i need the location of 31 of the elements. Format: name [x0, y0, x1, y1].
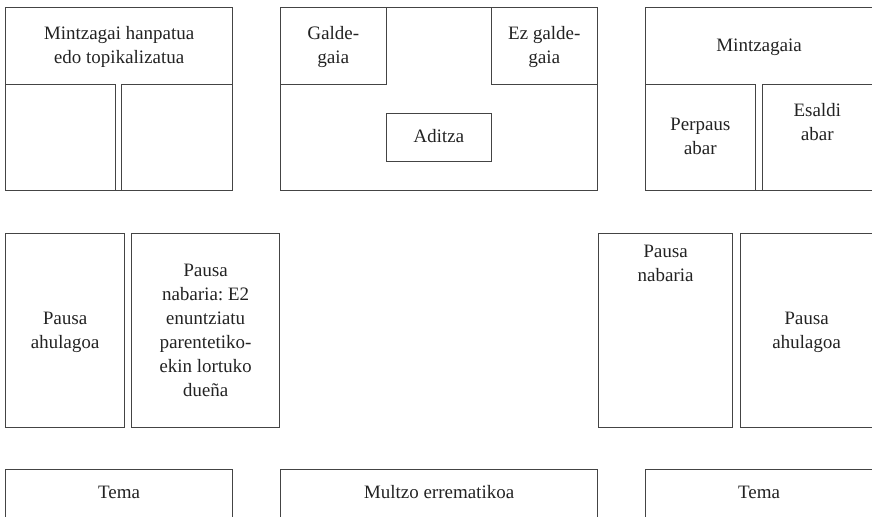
text-box: [280, 469, 598, 517]
box-label: Pausa nabaria: [636, 240, 694, 288]
text-box: [762, 84, 872, 191]
box-label: Perpaus abar: [669, 113, 732, 162]
box-label: Mintzagai hanpatua edo topikalizatua: [42, 22, 196, 70]
text-box: [280, 6, 387, 85]
box-label: Tema: [98, 481, 140, 505]
box-label: Ez galde-gaia: [507, 22, 582, 70]
box-label: Mintzagaia: [716, 34, 802, 58]
box-label: Multzo errematikoa: [364, 481, 514, 505]
empty-box: [120, 84, 233, 191]
box-label: Pausa ahulagoa: [771, 306, 842, 354]
text-box: [598, 233, 733, 428]
text-box: [490, 6, 598, 85]
text-box: [645, 469, 872, 517]
text-box: [5, 233, 125, 428]
text-box: [644, 84, 756, 191]
text-box: [5, 469, 233, 517]
box-label: Aditza: [413, 125, 464, 150]
box-label: Pausa ahulagoa: [30, 306, 100, 354]
text-box: [740, 233, 872, 428]
box-label: Galde-gaia: [306, 22, 360, 70]
text-box: [386, 112, 492, 162]
empty-box: [4, 84, 116, 191]
text-box: [131, 233, 280, 428]
empty-box: [280, 7, 598, 191]
box-label: Pausa nabaria: E2 enuntziatu parentetiko-ekin lortuko dueña: [158, 258, 253, 402]
box-label: Esaldi abar: [792, 99, 842, 148]
text-box: [5, 7, 233, 191]
box-label: Tema: [738, 481, 780, 505]
text-box: [645, 7, 872, 191]
